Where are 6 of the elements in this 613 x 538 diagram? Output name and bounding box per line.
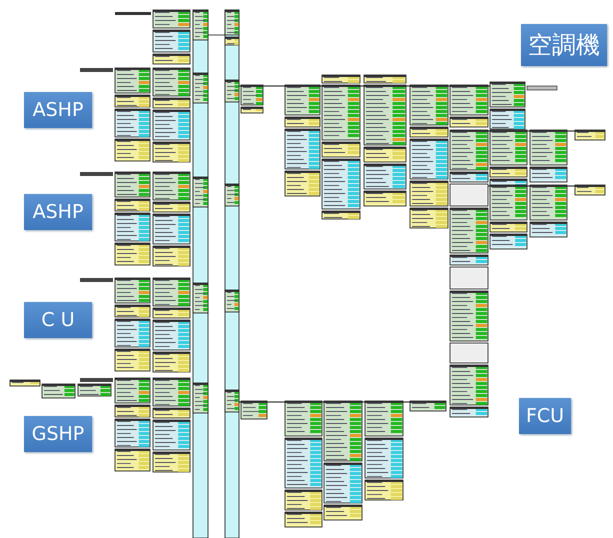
label-box: ASHP (24, 194, 92, 230)
label-box: FCU (519, 398, 571, 434)
label-box: C U (24, 302, 92, 338)
label-box: GSHP (24, 416, 92, 452)
label-box: 空調機 (521, 24, 607, 66)
label-box: ASHP (24, 92, 92, 128)
